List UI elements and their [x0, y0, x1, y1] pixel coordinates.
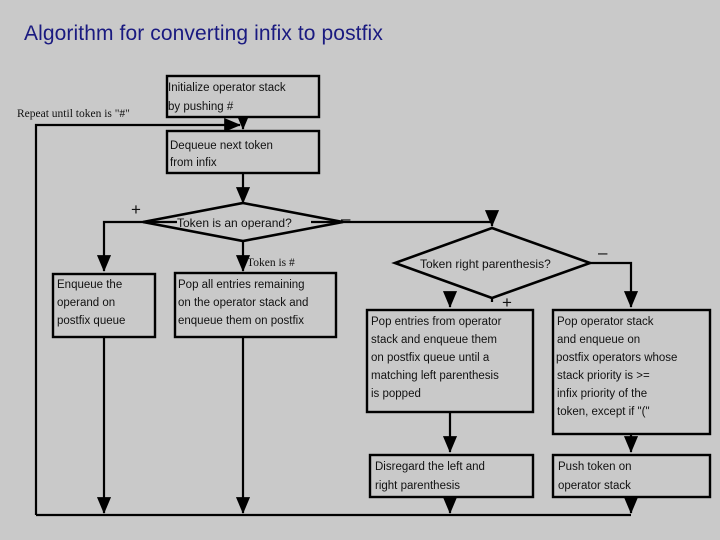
label-repeat-loop: Repeat until token is "#" — [17, 108, 130, 120]
label-right-paren-no: – — [598, 243, 608, 262]
box-pop-until-match-line-5: is popped — [371, 388, 421, 400]
box-pop-all[interactable] — [173, 271, 338, 339]
box-dequeue-line-1: Dequeue next token — [170, 140, 273, 152]
box-pop-priority-line-3: postfix operators whose — [556, 352, 677, 364]
decision-is-operand-label: Token is an operand? — [177, 216, 292, 230]
label-token-is-hash: Token is # — [247, 257, 295, 269]
decision-is-right-parenthesis[interactable] — [391, 226, 594, 300]
box-disregard[interactable] — [368, 453, 535, 499]
connector-right-paren-no — [590, 261, 639, 308]
label-operand-yes: + — [131, 200, 141, 219]
connector-repeat-loop — [34, 117, 241, 515]
box-disregard-line-1: Disregard the left and — [375, 461, 485, 473]
decision-is-right-parenthesis-label: Token right parenthesis? — [420, 257, 551, 271]
box-pop-priority-line-6: token, except if "(" — [557, 406, 650, 418]
connector-operand-yes — [96, 220, 177, 272]
box-enqueue-operand[interactable] — [51, 272, 157, 339]
box-pop-all-line-3: enqueue them on postfix — [178, 315, 304, 327]
box-pop-priority-line-2: and enqueue on — [557, 334, 640, 346]
box-initialize-line-2: by pushing # — [168, 101, 234, 113]
box-disregard-line-2: right parenthesis — [375, 480, 460, 492]
box-dequeue[interactable] — [165, 129, 321, 175]
decision-is-operand[interactable] — [142, 201, 344, 243]
box-pop-priority-line-1: Pop operator stack — [557, 316, 654, 328]
box-enqueue-operand-line-3: postfix queue — [57, 315, 125, 327]
box-pop-all-line-2: on the operator stack and — [178, 297, 308, 309]
box-pop-until-match-line-2: stack and enqueue them — [371, 334, 497, 346]
label-operand-no: – — [341, 209, 351, 228]
box-push-token[interactable] — [551, 453, 712, 499]
box-push-token-line-2: operator stack — [558, 480, 631, 492]
box-enqueue-operand-line-2: operand on — [57, 297, 115, 309]
box-pop-until-match-line-3: on postfix queue until a — [371, 352, 490, 364]
box-push-token-line-1: Push token on — [558, 461, 632, 473]
box-pop-priority[interactable] — [551, 308, 712, 436]
box-pop-until-match-line-1: Pop entries from operator — [371, 316, 502, 328]
label-right-paren-yes: + — [502, 293, 512, 312]
box-dequeue-line-2: from infix — [170, 157, 217, 169]
box-pop-priority-line-4: stack priority is >= — [557, 370, 650, 382]
box-pop-until-match[interactable] — [365, 308, 535, 414]
box-pop-priority-line-5: infix priority of the — [557, 388, 647, 400]
box-initialize-line-1: Initialize operator stack — [168, 82, 286, 94]
connector-operand-no — [311, 210, 500, 227]
box-initialize[interactable] — [165, 74, 321, 119]
box-enqueue-operand-line-1: Enqueue the — [57, 279, 122, 291]
box-pop-until-match-line-4: matching left parenthesis — [371, 370, 499, 382]
box-pop-all-line-1: Pop all entries remaining — [178, 279, 305, 291]
page-title: Algorithm for converting infix to postfi… — [24, 22, 383, 45]
